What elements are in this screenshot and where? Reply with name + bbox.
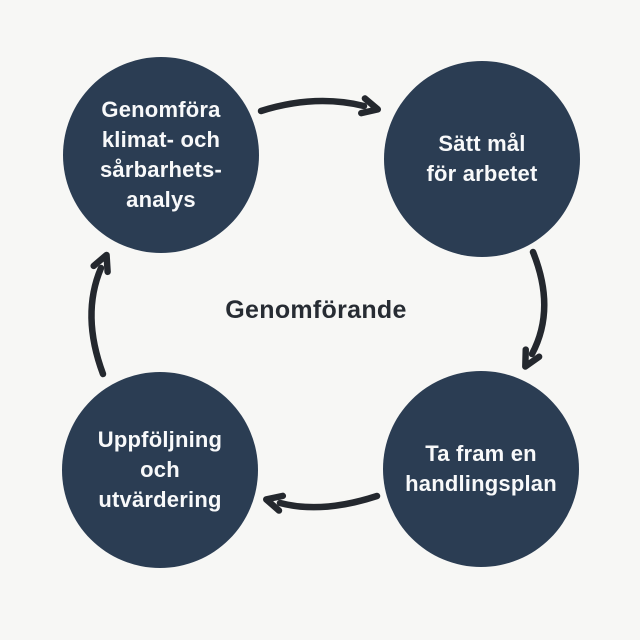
cycle-center-label: Genomförande: [225, 296, 407, 324]
node-ta-fram-handlingsplan: Ta fram en handlingsplan: [383, 371, 579, 567]
node-label-klimat-sarbarhetsanalys: Genomföra klimat- och sårbarhets- analys: [99, 97, 223, 212]
node-label-ta-fram-handlingsplan: Ta fram en handlingsplan: [405, 441, 557, 496]
node-uppfoljning-utvardering: Uppföljning och utvärdering: [62, 372, 258, 568]
arrow-left-followup-to-analysis: [88, 251, 111, 378]
arrow-top-analysis-to-goals: [257, 95, 382, 117]
node-label-uppfoljning-utvardering: Uppföljning och utvärdering: [97, 427, 223, 512]
arrow-bottom-actionplan-to-followup: [263, 492, 381, 514]
arrow-right-goals-to-actionplan: [522, 248, 548, 370]
node-klimat-sarbarhetsanalys: Genomföra klimat- och sårbarhets- analys: [63, 57, 259, 253]
node-satt-mal: Sätt mål för arbetet: [384, 61, 580, 257]
node-label-satt-mal: Sätt mål för arbetet: [426, 131, 538, 186]
